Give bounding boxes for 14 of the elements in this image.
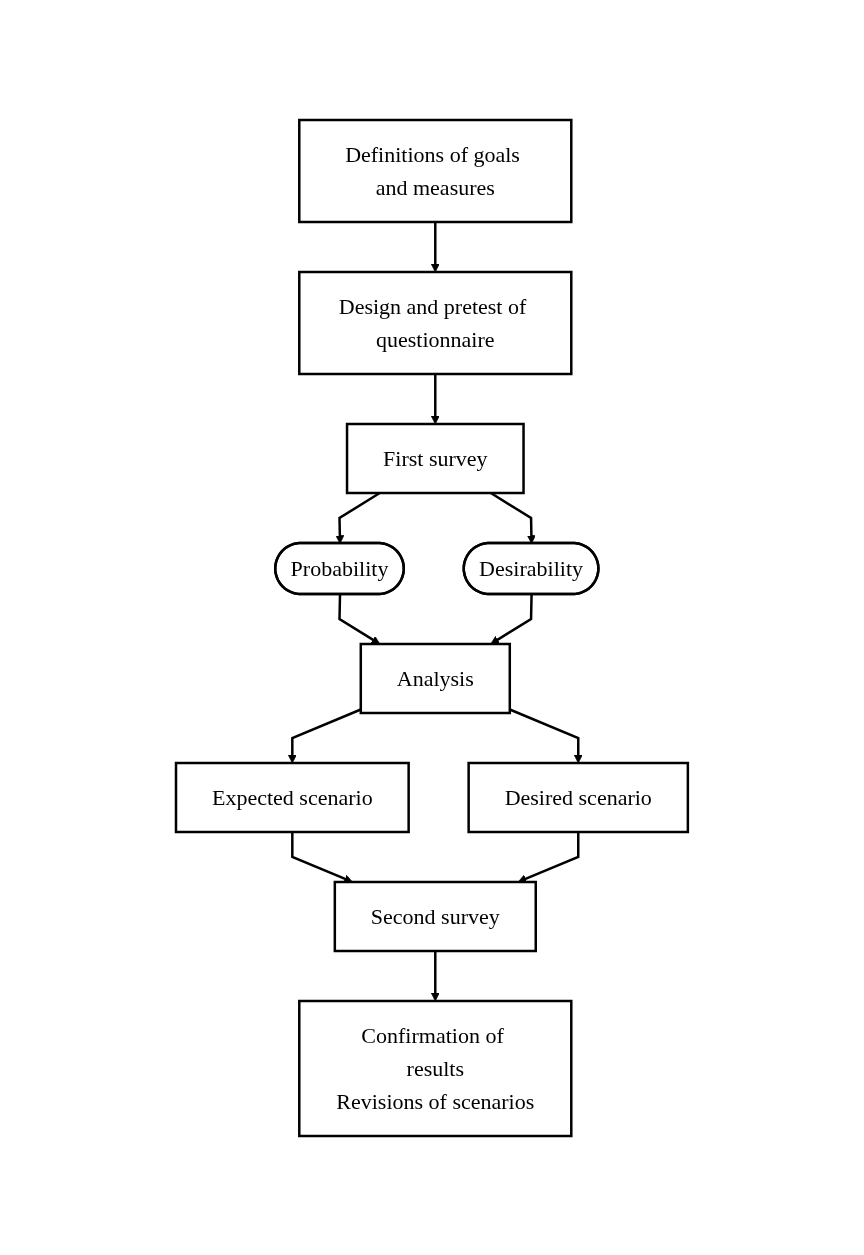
node-box: Confirmation of results Revisions of scenarios	[298, 999, 573, 1137]
node-box: Definitions of goals and measures	[298, 118, 573, 223]
arrow	[338, 593, 381, 644]
arrow	[430, 373, 440, 424]
node-box: Expected scenario	[174, 761, 410, 833]
arrow	[509, 707, 583, 763]
arrow	[430, 950, 440, 1001]
node-box: Design and pretest of questionnaire	[298, 270, 573, 375]
arrow	[430, 221, 440, 272]
arrow	[490, 593, 533, 644]
node-box: Desired scenario	[467, 761, 690, 833]
node-box: Analysis	[359, 642, 512, 714]
node-box: First survey	[345, 422, 525, 494]
node-box: Second survey	[333, 880, 538, 952]
